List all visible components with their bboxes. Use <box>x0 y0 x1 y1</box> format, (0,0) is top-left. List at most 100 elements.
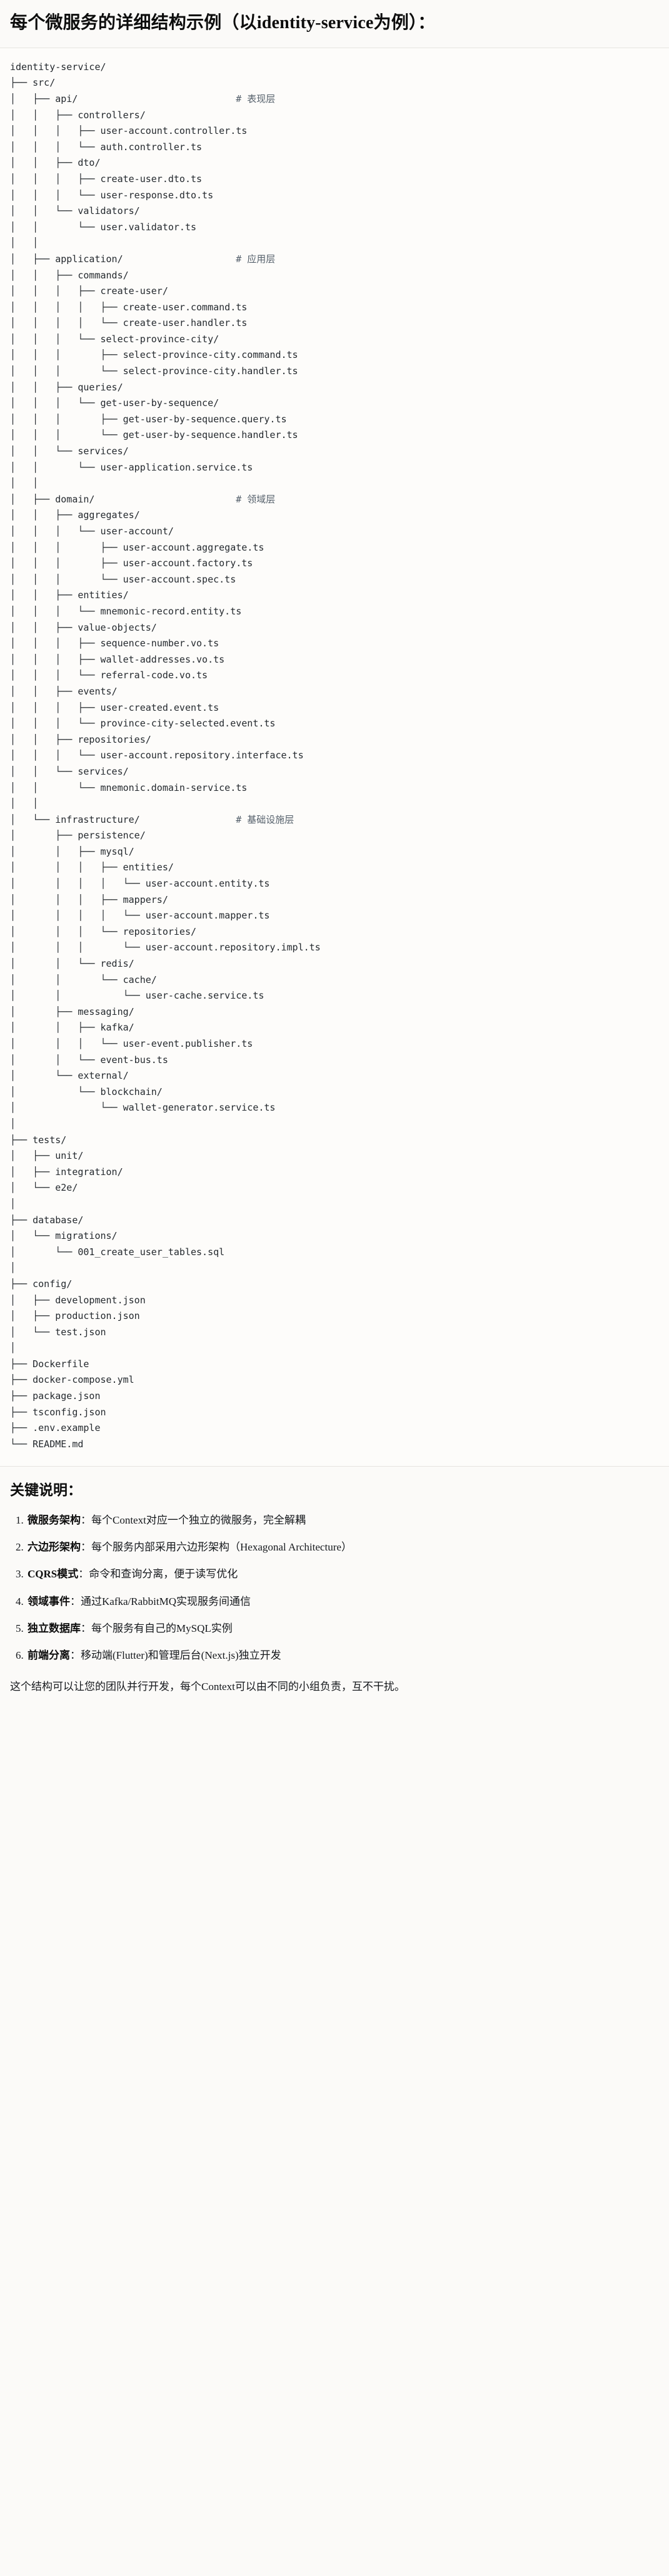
tree-line: │ ├── development.json <box>10 1293 659 1309</box>
tree-line: │ │ │ ├── user-created.event.ts <box>10 700 659 716</box>
tree-line: ├── config/ <box>10 1276 659 1293</box>
tree-line: │ │ │ └── auth.controller.ts <box>10 140 659 156</box>
tree-line: │ │ │ │ ├── create-user.command.ts <box>10 300 659 316</box>
tree-line-text: │ │ ├── commands/ <box>10 269 129 281</box>
key-points-section: 关键说明： 微服务架构：每个Context对应一个独立的微服务，完全解耦六边形架… <box>0 1467 669 1711</box>
tree-line: ├── Dockerfile <box>10 1357 659 1373</box>
tree-line-text: │ │ │ └── repositories/ <box>10 925 197 937</box>
key-point-item: 独立数据库：每个服务有自己的MySQL实例 <box>26 1621 659 1637</box>
key-point-term: 微服务架构 <box>28 1514 81 1526</box>
tree-line: │ │ ├── entities/ <box>10 588 659 604</box>
tree-line-text: ├── config/ <box>10 1278 73 1290</box>
tree-line-gap <box>94 494 236 505</box>
tree-line: │ │ ├── controllers/ <box>10 108 659 124</box>
tree-line: │ <box>10 1340 659 1357</box>
tree-line: │ │ ├── events/ <box>10 684 659 700</box>
tree-line: │ │ │ ├── select-province-city.command.t… <box>10 347 659 364</box>
key-point-term: 六边形架构 <box>28 1540 81 1553</box>
key-point-item: CQRS模式：命令和查询分离，便于读写优化 <box>26 1566 659 1582</box>
tree-line-text: │ │ └── user-application.service.ts <box>10 461 253 473</box>
tree-line-comment: # 表现层 <box>236 93 276 104</box>
tree-line-text: │ │ ├── value-objects/ <box>10 621 157 633</box>
tree-line: ├── database/ <box>10 1213 659 1229</box>
tree-line-text: │ │ <box>10 798 39 810</box>
tree-line: │ ├── messaging/ <box>10 1004 659 1021</box>
tree-line: │ │ │ ├── user-account.factory.ts <box>10 556 659 572</box>
tree-line: │ │ │ └── user-event.publisher.ts <box>10 1036 659 1052</box>
tree-line: │ └── blockchain/ <box>10 1084 659 1101</box>
tree-line: │ │ <box>10 235 659 252</box>
tree-line: │ │ │ ├── create-user/ <box>10 283 659 300</box>
tree-line: │ │ ├── dto/ <box>10 155 659 171</box>
tree-line: │ └── infrastructure/ # 基础设施层 <box>10 812 659 828</box>
tree-line-text: │ │ └── services/ <box>10 445 129 457</box>
tree-line: │ ├── domain/ # 领域层 <box>10 492 659 508</box>
page-title: 每个微服务的详细结构示例（以identity-service为例）： <box>0 0 669 48</box>
tree-line-text: │ │ ├── queries/ <box>10 381 123 393</box>
tree-line-text: │ │ │ └── user-account.repository.interf… <box>10 750 304 761</box>
tree-line-comment: # 基础设施层 <box>236 813 294 825</box>
tree-line: │ ├── api/ # 表现层 <box>10 91 659 108</box>
tree-line: │ └── wallet-generator.service.ts <box>10 1100 659 1116</box>
tree-line: │ <box>10 1116 659 1133</box>
key-points-list: 微服务架构：每个Context对应一个独立的微服务，完全解耦六边形架构：每个服务… <box>10 1512 659 1664</box>
tree-line: └── README.md <box>10 1437 659 1453</box>
tree-line: │ │ └── services/ <box>10 444 659 460</box>
key-point-description: ：移动端(Flutter)和管理后台(Next.js)独立开发 <box>70 1649 281 1662</box>
tree-line: identity-service/ <box>10 59 659 76</box>
tree-line-text: │ ├── unit/ <box>10 1150 84 1162</box>
tree-line-text: │ │ │ ├── user-created.event.ts <box>10 701 219 713</box>
tree-line: │ │ │ ├── entities/ <box>10 860 659 876</box>
tree-line-text: │ │ │ └── referral-code.vo.ts <box>10 669 208 681</box>
tree-line-text: │ ├── production.json <box>10 1310 140 1322</box>
tree-line-text: │ │ │ ├── wallet-addresses.vo.ts <box>10 653 225 665</box>
key-points-title: 关键说明： <box>10 1482 82 1499</box>
tree-line: ├── .env.example <box>10 1420 659 1437</box>
tree-line: │ │ │ └── get-user-by-sequence/ <box>10 395 659 412</box>
tree-line-text: │ │ │ ├── create-user.dto.ts <box>10 173 203 185</box>
tree-line: │ └── test.json <box>10 1325 659 1341</box>
tree-line: │ │ │ └── user-response.dto.ts <box>10 188 659 204</box>
tree-line-text: │ │ │ ├── user-account.aggregate.ts <box>10 541 264 553</box>
tree-line: │ │ ├── mysql/ <box>10 844 659 860</box>
tree-line-text: │ │ │ │ └── create-user.handler.ts <box>10 317 248 329</box>
tree-line-text: │ <box>10 1198 16 1209</box>
tree-line: │ │ │ └── select-province-city.handler.t… <box>10 364 659 380</box>
tree-line-text: ├── package.json <box>10 1390 101 1402</box>
tree-line-text: ├── tsconfig.json <box>10 1406 106 1418</box>
tree-line-text: │ │ │ └── user-response.dto.ts <box>10 189 214 201</box>
tree-line: │ │ │ └── user-account.spec.ts <box>10 572 659 588</box>
tree-line-text: │ │ │ └── user-event.publisher.ts <box>10 1038 253 1050</box>
tree-line: │ └── migrations/ <box>10 1228 659 1245</box>
tree-line: │ │ │ ├── get-user-by-sequence.query.ts <box>10 412 659 428</box>
tree-line-text: │ ├── domain/ <box>10 493 95 505</box>
tree-line-text: │ │ ├── aggregates/ <box>10 509 140 521</box>
tree-line-text: │ └── migrations/ <box>10 1230 118 1242</box>
tree-line-text: │ │ ├── mysql/ <box>10 845 134 857</box>
tree-line: │ │ ├── repositories/ <box>10 732 659 748</box>
tree-line-text: │ └── e2e/ <box>10 1182 78 1194</box>
tree-line-text: │ <box>10 1117 16 1129</box>
key-point-description: ：命令和查询分离，便于读写优化 <box>78 1568 238 1581</box>
tree-line: ├── docker-compose.yml <box>10 1372 659 1388</box>
tree-line-text: │ ├── application/ <box>10 253 123 265</box>
tree-line-text: │ └── 001_create_user_tables.sql <box>10 1246 225 1258</box>
key-point-item: 六边形架构：每个服务内部采用六边形架构（Hexagonal Architectu… <box>26 1539 659 1555</box>
tree-line: │ │ │ └── user-account/ <box>10 524 659 540</box>
key-point-term: 独立数据库 <box>28 1622 81 1635</box>
key-point-term: 领域事件 <box>28 1595 70 1607</box>
tree-line: │ │ │ └── repositories/ <box>10 924 659 940</box>
tree-line-text: │ │ └── user.validator.ts <box>10 221 197 233</box>
tree-line: │ │ ├── commands/ <box>10 268 659 284</box>
tree-line-text: │ │ │ │ └── user-account.entity.ts <box>10 878 270 890</box>
tree-line-text: │ │ └── user-cache.service.ts <box>10 990 264 1002</box>
tree-line: │ │ <box>10 476 659 492</box>
tree-line: │ │ └── cache/ <box>10 972 659 989</box>
tree-line: │ │ └── user.validator.ts <box>10 220 659 236</box>
tree-line-text: │ │ ├── repositories/ <box>10 733 151 745</box>
tree-line-text: │ │ ├── events/ <box>10 685 118 697</box>
tree-line-text: │ │ │ ├── create-user/ <box>10 285 168 297</box>
tree-line-text: │ ├── persistence/ <box>10 830 146 842</box>
tree-line: │ │ │ ├── user-account.aggregate.ts <box>10 540 659 556</box>
key-point-description: ：每个服务有自己的MySQL实例 <box>81 1622 233 1635</box>
